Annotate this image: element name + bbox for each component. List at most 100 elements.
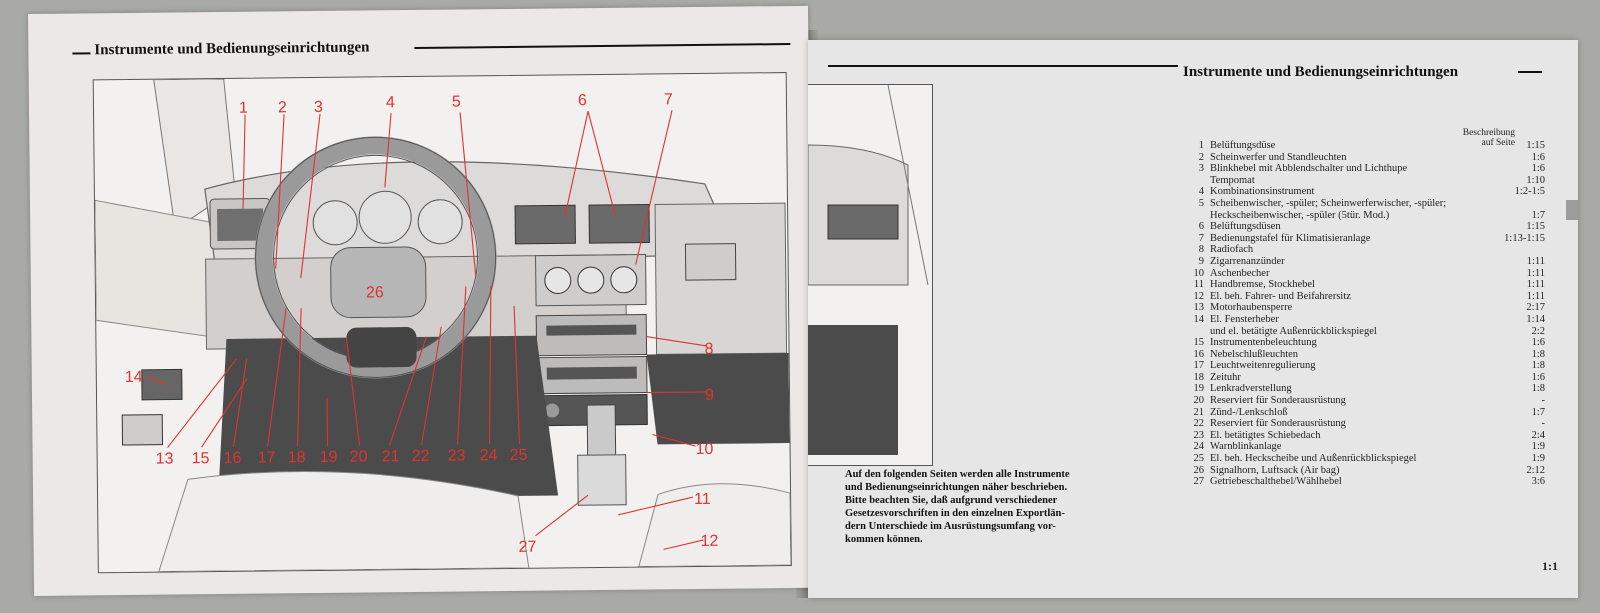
callout-8: 8 — [704, 341, 713, 358]
item-number: 1 — [1198, 140, 1204, 151]
item-number: 13 — [1193, 302, 1205, 314]
item-page: 1:8 — [1531, 383, 1545, 395]
list-item: 10 Aschenbecher 1:11 — [1188, 268, 1568, 280]
item-page: 1:9 — [1531, 453, 1545, 465]
header-rule-right-start — [828, 65, 1178, 67]
item-label: Instrumentenbeleuchtung — [1210, 337, 1317, 349]
item-page: 1:10 — [1526, 174, 1545, 186]
item-label: Zeituhr — [1210, 371, 1241, 383]
page-column-header: Beschreibung auf Seite — [1443, 128, 1515, 148]
item-label: El. beh. Heckscheibe und Außenrückblicks… — [1210, 453, 1417, 465]
item-page: 1:6 — [1531, 151, 1545, 163]
item-number: 11 — [1193, 279, 1204, 291]
callout-15: 15 — [192, 450, 210, 467]
bottom-note-line: Auf den folgenden Seiten werden alle Ins… — [845, 469, 1070, 480]
callout-20: 20 — [350, 448, 368, 465]
item-number: 10 — [1193, 267, 1205, 279]
item-number: 6 — [1198, 221, 1204, 233]
callout-26: 26 — [366, 284, 384, 301]
bottom-note-line: und Bedienungseinrichtungen näher beschr… — [845, 482, 1068, 493]
header-rule-right-end — [1518, 71, 1542, 73]
left-header-title: Instrumente und Bedienungseinrichtungen — [94, 39, 370, 59]
item-page: 2:4 — [1531, 429, 1545, 441]
item-page: 1:11 — [1526, 255, 1545, 267]
item-label: Leuchtweitenregulierung — [1210, 360, 1316, 372]
item-page: 1:15 — [1526, 140, 1545, 151]
item-label: Kombinationsinstrument — [1210, 186, 1315, 198]
callout-21: 21 — [382, 448, 400, 465]
callout-19: 19 — [320, 449, 338, 466]
page-column-header-line2: auf Seite — [1481, 138, 1515, 148]
right-page: Instrumente und Bedienungseinrichtungen … — [808, 40, 1578, 598]
right-header-title: Instrumente und Bedienungseinrichtungen — [1183, 64, 1459, 80]
item-number: 20 — [1193, 395, 1205, 407]
item-label: Lenkradverstellung — [1210, 383, 1292, 395]
item-number: 12 — [1193, 290, 1205, 302]
item-number: 14 — [1193, 313, 1205, 325]
item-number: 2 — [1198, 151, 1204, 163]
item-label: Aschenbecher — [1210, 267, 1270, 279]
item-page: 1:11 — [1526, 267, 1545, 279]
item-page: 1:11 — [1526, 279, 1545, 291]
callout-27: 27 — [519, 539, 537, 556]
item-label: Signalhorn, Luftsack (Air bag) — [1210, 464, 1340, 476]
item-label: Zigarrenanzünder — [1210, 255, 1285, 267]
item-label: Belüftungsdüsen — [1210, 221, 1281, 233]
bottom-note-line: Bitte beachten Sie, daß aufgrund verschi… — [845, 495, 1058, 506]
item-label: Belüftungsdüse — [1210, 140, 1276, 151]
item-page: 1:7 — [1531, 209, 1545, 221]
callout-18: 18 — [288, 449, 306, 466]
item-page: 1:15 — [1526, 221, 1545, 233]
item-page: 1:8 — [1531, 348, 1545, 360]
item-number: 8 — [1198, 244, 1204, 256]
item-label: und el. betätigte Außenrückblickspiegel — [1210, 325, 1377, 337]
list-item: 11 Handbremse, Stockhebel 1:11 — [1188, 279, 1568, 291]
component-list: 1 Belüftungsdüse 1:15 2 Scheinwerfer und Sta… — [1188, 140, 1568, 488]
item-page: - — [1541, 395, 1546, 407]
item-number: 5 — [1198, 197, 1204, 209]
item-number: 7 — [1198, 232, 1204, 244]
item-label: Reserviert für Sonderausrüstung — [1210, 418, 1346, 430]
callout-23: 23 — [448, 447, 466, 464]
item-label: Motorhaubensperre — [1210, 302, 1293, 314]
callout-12: 12 — [700, 533, 718, 550]
item-label: Scheinwerfer und Standleuchten — [1210, 151, 1347, 163]
list-item: 14 El. Fensterheber 1:14 — [1188, 314, 1568, 326]
callout-14: 14 — [125, 369, 143, 386]
bottom-note: Auf den folgenden Seiten werden alle Ins… — [845, 468, 1105, 546]
header-rule-left-end — [414, 43, 791, 49]
callout-11: 11 — [694, 491, 711, 508]
bottom-note-line: Gesetzesvorschriften in den einzelnen Ex… — [845, 508, 1065, 519]
list-item: 9 Zigarrenanzünder 1:11 — [1188, 256, 1568, 268]
page-column-header-line1: Beschreibung — [1462, 128, 1515, 138]
item-page: 1:14 — [1526, 313, 1545, 325]
item-number: 9 — [1198, 255, 1204, 267]
callout-4: 4 — [386, 94, 395, 111]
thumb-tab — [1566, 200, 1578, 220]
item-label: El. beh. Fahrer- und Beifahrersitz — [1210, 290, 1351, 302]
item-page: - — [1541, 418, 1546, 430]
item-number: 26 — [1193, 464, 1205, 476]
item-label: Bedienungstafel für Klimatisieranlage — [1210, 232, 1371, 244]
item-label: El. Fensterheber — [1210, 313, 1279, 325]
item-label: Handbremse, Stockhebel — [1210, 279, 1315, 291]
bottom-note-line: dern Unterschiede im Ausrüstungsumfang v… — [845, 521, 1056, 532]
callout-2: 2 — [278, 99, 287, 116]
callout-17: 17 — [258, 449, 276, 466]
list-item: Heckscheibenwischer, -spüler (5tür. Mod.… — [1188, 210, 1568, 222]
